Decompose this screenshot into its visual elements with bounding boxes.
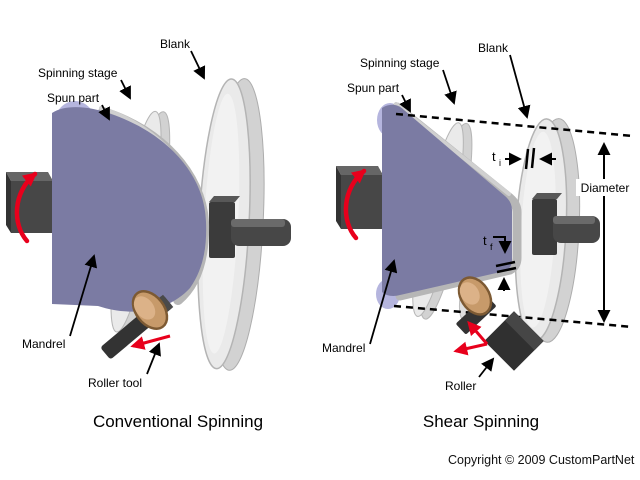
copyright-text: Copyright © 2009 CustomPartNet [448, 453, 635, 467]
diameter-label: Diameter [581, 181, 630, 195]
roller-tool [101, 290, 174, 359]
t-final-arrow-down [493, 236, 512, 254]
t-final-tick-2 [496, 266, 517, 274]
mandrel-body [382, 104, 512, 296]
label-spun-part: Spun part [47, 91, 100, 105]
drive-shaft-end [336, 166, 341, 229]
conventional-title: Conventional Spinning [93, 412, 263, 431]
roller-disc-highlight [133, 296, 156, 320]
tailstock-shaft-top [553, 216, 595, 224]
label-mandrel: Mandrel [322, 341, 365, 355]
t-final-tick-1 [495, 260, 516, 268]
shear-labels: Spun part Spinning stage Blank Mandrel R… [322, 41, 539, 431]
tailstock-block [209, 202, 235, 258]
label-mandrel-arrow [369, 259, 398, 345]
label-mandrel: Mandrel [22, 337, 65, 351]
t-initial-tick-1 [524, 148, 530, 170]
final-thickness-dimension: t f [483, 233, 517, 291]
t-initial-tick-2 [530, 147, 536, 169]
tailstock [209, 196, 291, 258]
diameter-dimension: Diameter [576, 142, 634, 323]
shear-spinning-illustration: Diameter t i t f [322, 41, 634, 431]
label-mandrel-arrow [69, 254, 98, 337]
label-spun-part-arrow [98, 104, 110, 121]
feed-arrows [453, 320, 489, 356]
t-initial-subscript: i [499, 158, 501, 168]
diameter-dashed-line-top [395, 112, 634, 138]
drive-shaft-end [6, 172, 11, 233]
roller-holder-face [504, 311, 544, 351]
t-final-symbol: t [483, 233, 487, 248]
mandrel-cone [376, 102, 522, 309]
mandrel-dome [52, 101, 210, 312]
roller-disc-group [457, 276, 493, 316]
label-roller-tool: Roller tool [88, 376, 142, 390]
label-spun-part-arrow [399, 94, 411, 113]
rotation-arrow [343, 168, 367, 241]
initial-thickness-dimension: t i [492, 147, 556, 170]
label-blank: Blank [478, 41, 509, 55]
conventional-spinning-illustration: Blank Spinning stage Spun part Mandrel R… [6, 37, 291, 431]
tailstock [532, 193, 600, 255]
rotation-arrow [14, 171, 38, 244]
mandrel-body [52, 107, 207, 312]
label-spinning-stage: Spinning stage [360, 56, 440, 70]
label-spinning-stage: Spinning stage [38, 66, 118, 80]
tailstock-block-top [532, 193, 562, 199]
label-roller-tool-arrow [146, 342, 161, 375]
label-blank-arrow [509, 54, 531, 119]
conventional-labels: Blank Spinning stage Spun part Mandrel R… [22, 37, 263, 431]
label-roller: Roller [445, 379, 476, 393]
label-spun-part: Spun part [347, 81, 400, 95]
tailstock-block-top [209, 196, 240, 202]
roller-disc-highlight [459, 282, 480, 305]
diameter-label-bg [576, 179, 634, 196]
label-roller-arrow [478, 357, 495, 378]
label-blank-arrow [190, 50, 206, 80]
roller-disc-group [131, 290, 169, 330]
feed-arrow-up [467, 320, 489, 345]
label-blank: Blank [160, 37, 191, 51]
feed-arrow [130, 334, 171, 350]
feed-arrow-left [453, 341, 488, 356]
t-initial-symbol: t [492, 149, 496, 164]
label-spinning-stage-arrow [442, 69, 457, 105]
tailstock-block [532, 199, 557, 255]
spun-part-layer-light [394, 102, 511, 196]
tailstock-shaft-top [231, 219, 285, 227]
t-final-subscript: f [490, 242, 493, 252]
diameter-dashed-line-bottom [393, 304, 634, 329]
label-spinning-stage-arrow [119, 79, 131, 100]
shear-title: Shear Spinning [423, 412, 539, 431]
